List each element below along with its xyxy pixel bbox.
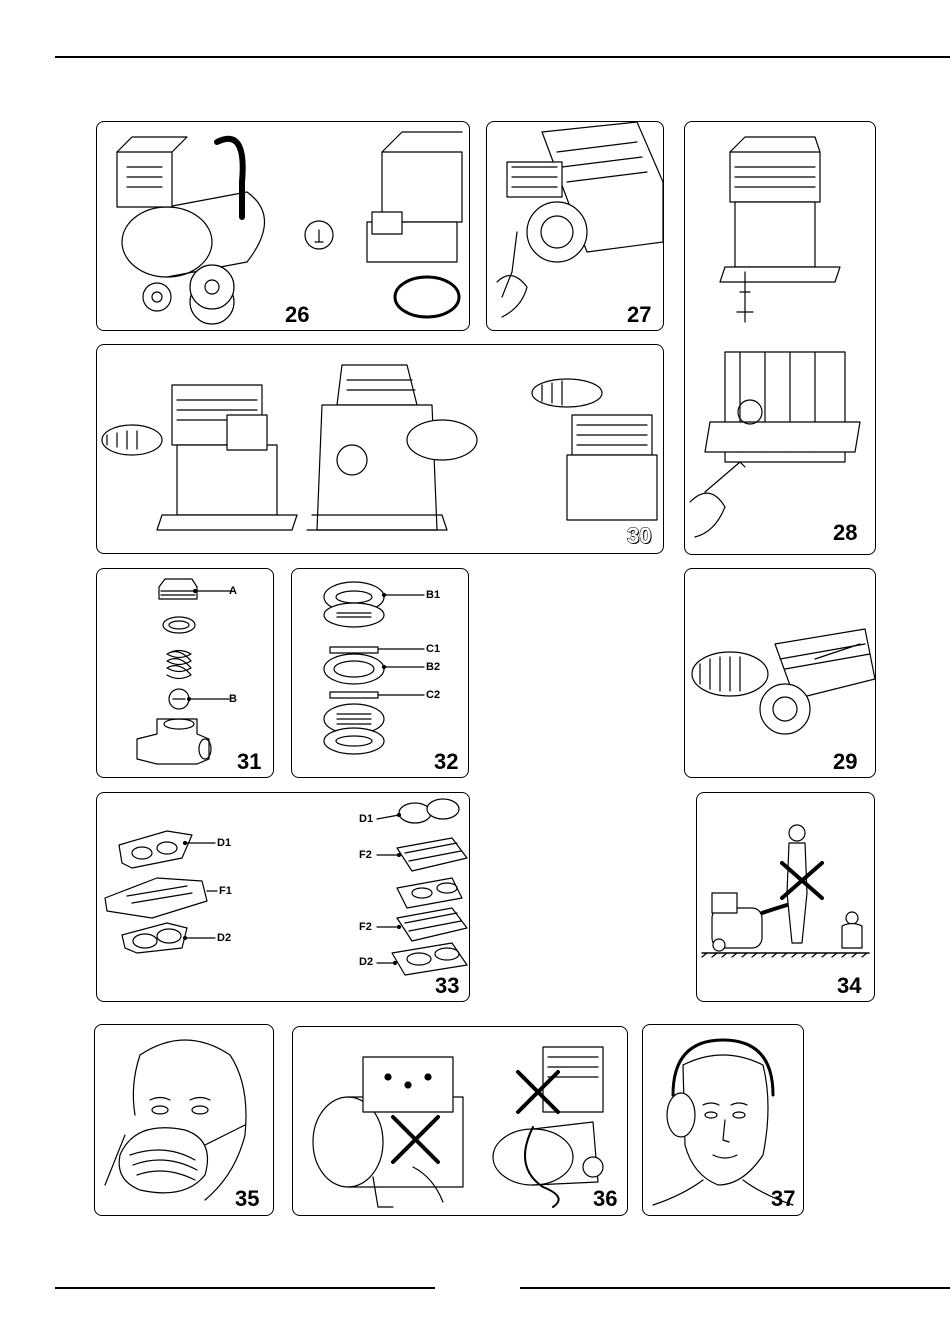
figure-30-number: 30 <box>627 525 651 547</box>
figure-34-number: 34 <box>837 975 861 997</box>
figure-36-number: 36 <box>593 1188 617 1210</box>
gasket-stack-illustration <box>292 569 468 777</box>
figure-33-label-d2-right: D2 <box>359 956 373 968</box>
header-rule <box>55 56 950 58</box>
figure-36: 36 <box>292 1026 628 1216</box>
compressor-drain-illustration <box>97 122 469 330</box>
check-valve-exploded-illustration <box>97 569 273 777</box>
air-filter-removal-illustration <box>97 345 663 553</box>
figure-28: 28 <box>684 121 876 555</box>
figure-32-label-b2: B2 <box>426 661 440 673</box>
figure-33: D1 F1 D2 D1 F2 F2 D2 33 <box>96 792 470 1002</box>
figure-28-number: 28 <box>833 522 857 544</box>
figure-32-label-c2: C2 <box>426 689 440 701</box>
figure-32-number: 32 <box>434 751 458 773</box>
compressor-pump-illustration <box>685 122 875 554</box>
figure-33-number: 33 <box>435 975 459 997</box>
figure-31: A B 31 <box>96 568 274 778</box>
figure-32-label-c1: C1 <box>426 643 440 655</box>
figure-33-label-f2-bottom: F2 <box>359 921 372 933</box>
figure-27: 27 <box>486 121 664 331</box>
figure-32-label-b1: B1 <box>426 589 440 601</box>
compressor-valve-illustration <box>487 122 663 330</box>
figure-31-label-b: B <box>229 693 237 705</box>
figure-35-number: 35 <box>235 1188 259 1210</box>
footer-rule-left <box>55 1287 435 1289</box>
figure-27-number: 27 <box>627 304 651 326</box>
figure-29-number: 29 <box>833 751 857 773</box>
figure-26: 26 <box>96 121 470 331</box>
figure-31-label-a: A <box>229 585 237 597</box>
figure-33-label-d2-left: D2 <box>217 932 231 944</box>
no-spray-at-people-illustration <box>697 793 874 1001</box>
do-not-touch-hot-parts-illustration <box>293 1027 627 1215</box>
figure-37: 37 <box>642 1024 804 1216</box>
figure-37-number: 37 <box>771 1188 795 1210</box>
figure-29: 29 <box>684 568 876 778</box>
figure-33-label-d1-right: D1 <box>359 813 373 825</box>
air-filter-illustration <box>685 569 875 777</box>
figure-33-label-f2-top: F2 <box>359 849 372 861</box>
figure-32: B1 C1 B2 C2 32 <box>291 568 469 778</box>
figure-33-label-f1: F1 <box>219 885 232 897</box>
figure-31-number: 31 <box>237 751 261 773</box>
figure-35: 35 <box>94 1024 274 1216</box>
figure-33-label-d1-left: D1 <box>217 837 231 849</box>
figure-26-number: 26 <box>285 304 309 326</box>
figure-30: 30 <box>96 344 664 554</box>
valve-plate-exploded-illustration <box>97 793 469 1001</box>
footer-rule-right <box>520 1287 950 1289</box>
figure-34: 34 <box>696 792 875 1002</box>
